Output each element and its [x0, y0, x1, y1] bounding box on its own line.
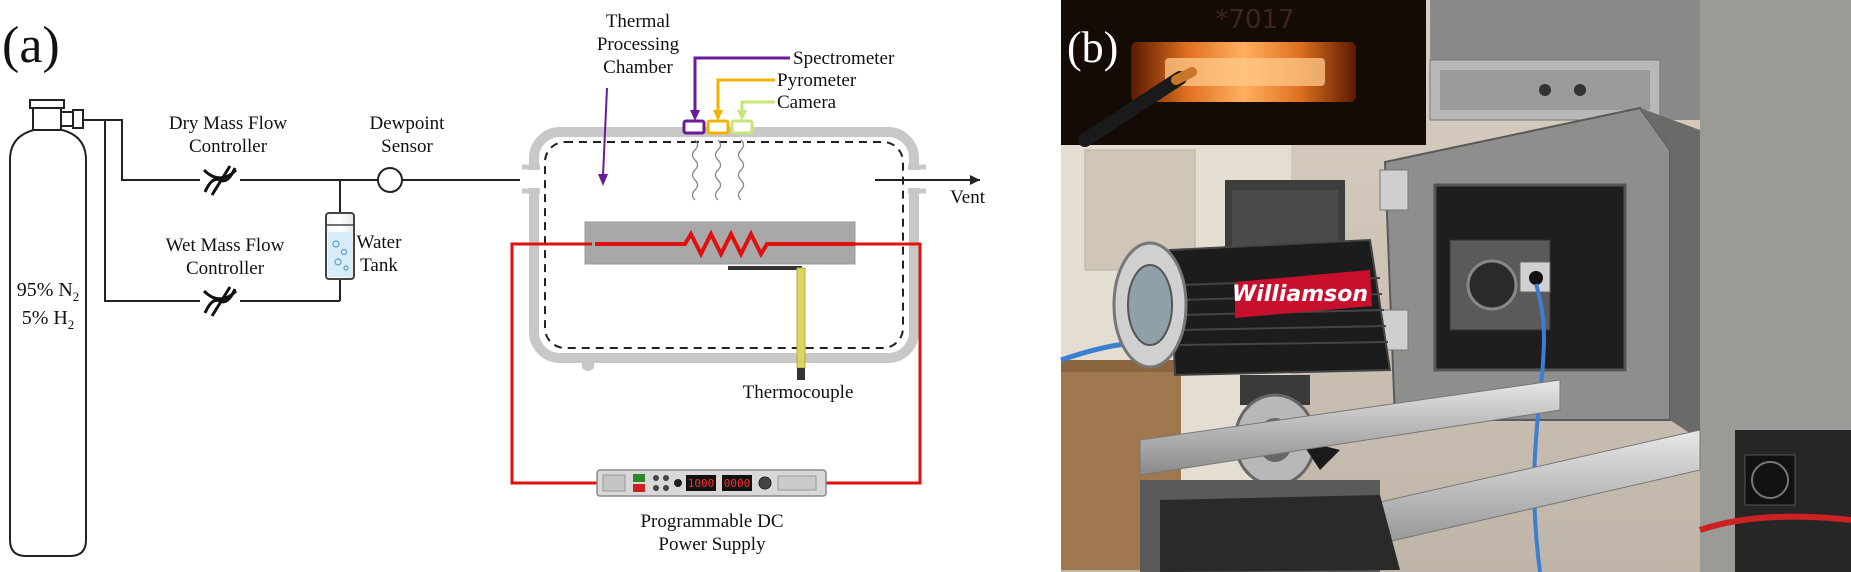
panel-b-label: (b): [1067, 23, 1118, 72]
panel-a-label: (a): [2, 17, 60, 74]
dry-mfc-label-2: Controller: [189, 136, 268, 157]
gas-mixture-line1: 95% N2: [17, 279, 80, 304]
chamber-label-3: Chamber: [603, 57, 673, 78]
spectrometer-port: [682, 119, 706, 135]
camera-label: Camera: [777, 92, 837, 113]
chamber-label-1: Thermal: [606, 11, 670, 32]
pyrometer-label: Pyrometer: [777, 70, 857, 91]
camera-leader: [740, 100, 775, 116]
spectrometer-signal: [691, 139, 699, 201]
spectrometer-leader: [693, 56, 790, 116]
thermocouple-label: Thermocouple: [743, 382, 854, 403]
gas-mixture-line2: 5% H2: [22, 307, 75, 332]
camera-port: [730, 119, 754, 135]
pyrometer-port: [706, 119, 730, 135]
camera-arrowhead: [737, 110, 747, 121]
thermocouple-probe: [728, 266, 806, 380]
wet-mfc-valve: [202, 286, 238, 317]
spectrometer-arrowhead: [690, 110, 700, 121]
vent-label: Vent: [950, 187, 986, 208]
pyrometer-signal: [714, 139, 722, 201]
gas-lines: [83, 119, 525, 302]
photo-brand-text: Williamson: [1232, 282, 1368, 307]
heater-resistor: [595, 229, 855, 259]
spectrometer-label: Spectrometer: [793, 48, 895, 69]
psu-label-1: Programmable DC: [640, 511, 783, 532]
dry-mfc-label-1: Dry Mass Flow: [169, 113, 288, 134]
dewpoint-sensor: [377, 167, 403, 193]
gas-cylinder: 95% N2 5% H2: [9, 99, 87, 557]
panel-b-photo: *7017 Williamson: [1060, 0, 1851, 572]
water-tank-label-2: Tank: [360, 255, 398, 276]
panel-a: (a) 95% N2 5% H2 Dry Mass Flow Con: [2, 11, 986, 557]
water-tank: [325, 212, 355, 280]
psu-label-2: Power Supply: [658, 534, 766, 555]
dewpoint-label-1: Dewpoint: [370, 113, 446, 134]
camera-signal: [737, 139, 745, 201]
dry-mfc-valve: [202, 165, 238, 196]
wet-mfc-label-1: Wet Mass Flow: [166, 235, 285, 256]
dewpoint-label-2: Sensor: [381, 136, 433, 157]
photo-serial-text: *7017: [1215, 5, 1294, 35]
chamber-pointer-arrow: [598, 87, 608, 186]
power-loop-right: [826, 242, 922, 485]
power-loop-left: [510, 242, 597, 485]
wet-mfc-label-2: Controller: [186, 258, 265, 279]
chamber-label-2: Processing: [597, 34, 680, 55]
pyrometer-arrowhead: [713, 110, 723, 121]
water-tank-label-1: Water: [357, 232, 403, 253]
pyrometer-leader: [716, 78, 775, 116]
dc-power-supply: 1000 0000: [596, 469, 827, 497]
psu-display-current: 0000: [724, 477, 751, 490]
psu-display-voltage: 1000: [688, 477, 715, 490]
